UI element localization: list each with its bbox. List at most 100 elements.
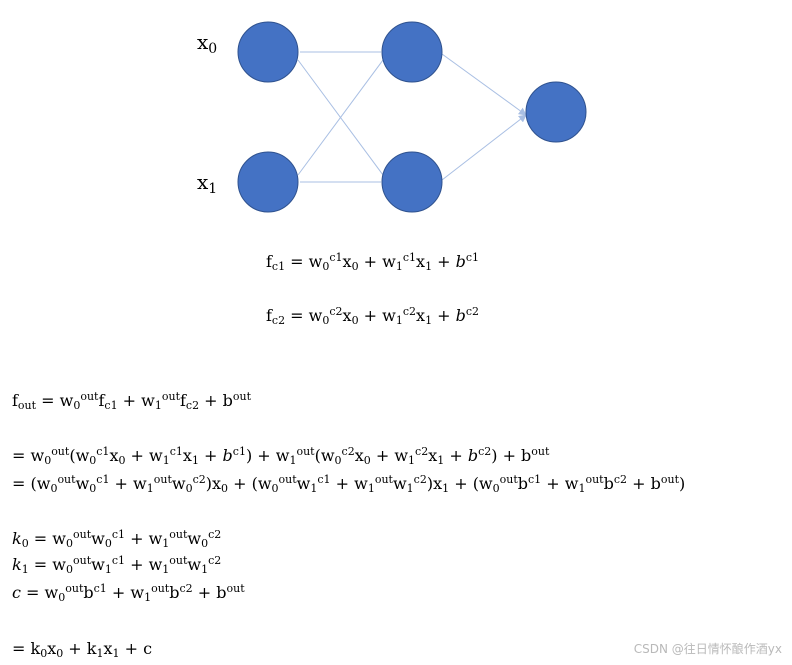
equation-text: + w: [370, 446, 409, 465]
edges: [297, 51, 527, 183]
equation-text: w: [187, 555, 202, 574]
subscript: 1: [191, 454, 199, 467]
equation-text: )x: [205, 474, 222, 493]
subscript: 1: [289, 454, 297, 467]
subscript: 0: [185, 482, 193, 495]
subscript: 0: [351, 260, 359, 273]
equation-text: = w: [285, 306, 323, 325]
superscript: out: [531, 445, 550, 458]
equation-text: +: [432, 306, 456, 325]
superscript: c1: [111, 528, 125, 541]
subscript: 0: [322, 260, 330, 273]
equation-text: ): [679, 474, 686, 493]
superscript: out: [374, 473, 393, 486]
subscript: 1: [395, 260, 403, 273]
italic-symbol: b: [467, 446, 479, 465]
hidden-node-c2: [381, 151, 443, 213]
equation-text: x: [47, 639, 57, 658]
equation-text: x: [416, 252, 426, 271]
equation-text: + w: [106, 583, 145, 602]
equation-text: b: [603, 474, 614, 493]
superscript: c2: [613, 473, 628, 486]
subscript: 1: [406, 482, 414, 495]
equation-text: w: [91, 555, 105, 574]
subscript: 1: [162, 563, 170, 576]
subscript: 0: [65, 563, 73, 576]
edge-h1-out: [441, 53, 527, 116]
subscript: c2: [271, 314, 286, 327]
subscript: c1: [104, 399, 118, 412]
subscript: 0: [44, 454, 52, 467]
superscript: c2: [208, 528, 222, 541]
equation-text: = w: [12, 446, 45, 465]
subscript: 1: [425, 260, 433, 273]
equation-text: w: [91, 529, 105, 548]
equation-text: w: [392, 474, 407, 493]
superscript: out: [72, 554, 92, 567]
equation-text: b: [83, 583, 94, 602]
superscript: out: [296, 445, 315, 458]
subscript: 0: [322, 314, 330, 327]
subscript: 1: [144, 591, 152, 604]
equation-text: + w: [125, 446, 163, 465]
superscript: c1: [111, 554, 125, 567]
equation-text: + (w: [449, 474, 493, 493]
superscript: out: [57, 473, 76, 486]
subscript: 1: [21, 563, 29, 576]
equation-text: = w: [28, 529, 66, 548]
equation-text: + w: [330, 474, 368, 493]
superscript: c1: [402, 251, 417, 264]
equation-text: = w: [36, 391, 74, 410]
subscript: 1: [112, 647, 120, 660]
italic-symbol: b: [455, 306, 466, 325]
subscript: 1: [96, 647, 104, 660]
superscript: out: [65, 582, 84, 595]
italic-symbol: k: [12, 555, 22, 574]
subscript: 0: [351, 314, 359, 327]
subscript: 1: [154, 399, 162, 412]
subscript: 1: [310, 482, 318, 495]
superscript: out: [278, 473, 297, 486]
equation-text: + w: [109, 474, 147, 493]
subscript: 0: [363, 454, 371, 467]
subscript: out: [17, 399, 37, 412]
equation-text: ) + w: [245, 446, 290, 465]
equation-text: (w: [314, 446, 335, 465]
equation-text: = w: [285, 252, 323, 271]
equation-text: x: [342, 252, 352, 271]
equation-text: f: [266, 306, 272, 325]
superscript: c2: [465, 305, 480, 318]
superscript: out: [80, 390, 99, 403]
superscript: c1: [96, 445, 110, 458]
equation-text: +: [432, 252, 456, 271]
superscript: c1: [93, 582, 107, 595]
equation-text: + b: [199, 391, 233, 410]
subscript: 0: [492, 482, 500, 495]
equation-text: f: [12, 391, 18, 410]
superscript: c2: [192, 473, 206, 486]
equation-k1: k1 = w0outw1c1 + w1outw1c2: [12, 555, 221, 575]
superscript: c2: [415, 445, 429, 458]
superscript: out: [169, 554, 188, 567]
equation-final: = k0x0 + k1x1 + c: [12, 639, 152, 659]
subscript: 0: [104, 537, 112, 550]
equation-text: = w: [20, 583, 59, 602]
superscript: out: [232, 390, 252, 403]
superscript: out: [585, 473, 604, 486]
subscript: 1: [162, 454, 170, 467]
equation-text: ) + b: [491, 446, 532, 465]
superscript: out: [226, 582, 245, 595]
equation-text: + k: [63, 639, 97, 658]
subscript: 0: [201, 537, 209, 550]
equation-text: + b: [627, 474, 661, 493]
equation-text: f: [180, 391, 186, 410]
hidden-node-c1: [381, 21, 443, 83]
equation-text: x: [109, 446, 119, 465]
subscript: 0: [73, 399, 81, 412]
equation-text: + c: [119, 639, 153, 658]
superscript: c1: [528, 473, 542, 486]
equation-text: w: [75, 474, 90, 493]
equation-text: b: [517, 474, 529, 493]
equation-text: w: [187, 529, 202, 548]
equation-text: x: [103, 639, 113, 658]
